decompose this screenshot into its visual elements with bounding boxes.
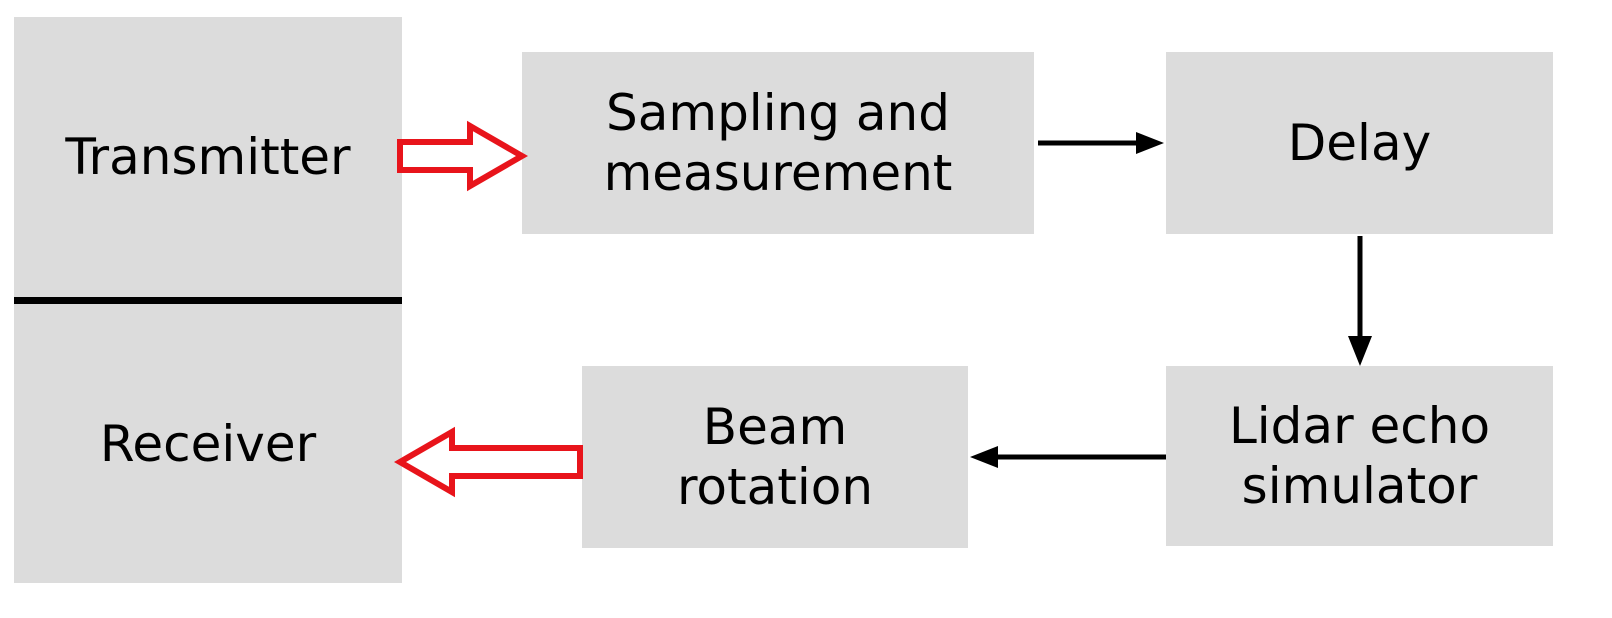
transmitter-node: Transmitter [14,17,402,297]
arrow-sampling-to-delay [1038,132,1164,154]
receiver-label: Receiver [99,414,317,473]
sampling-measurement-node: Sampling and measurement [522,52,1034,234]
sampling-measurement-label: Sampling and measurement [603,84,953,202]
arrow-lidar-to-beam [970,446,1166,468]
transmitter-receiver-divider [14,297,402,304]
transmitter-label: Transmitter [65,128,351,186]
arrow-transmitter-to-sampling [397,120,529,192]
arrow-delay-to-lidar [1348,236,1372,366]
beam-rotation-node: Beam rotation [582,366,968,548]
receiver-node: Receiver [14,304,402,583]
lidar-echo-simulator-label: Lidar echo simulator [1228,397,1491,515]
beam-rotation-label: Beam rotation [676,398,874,516]
delay-node: Delay [1166,52,1553,234]
arrow-beam-to-receiver [393,426,583,498]
lidar-echo-simulator-node: Lidar echo simulator [1166,366,1553,546]
delay-label: Delay [1287,114,1432,172]
